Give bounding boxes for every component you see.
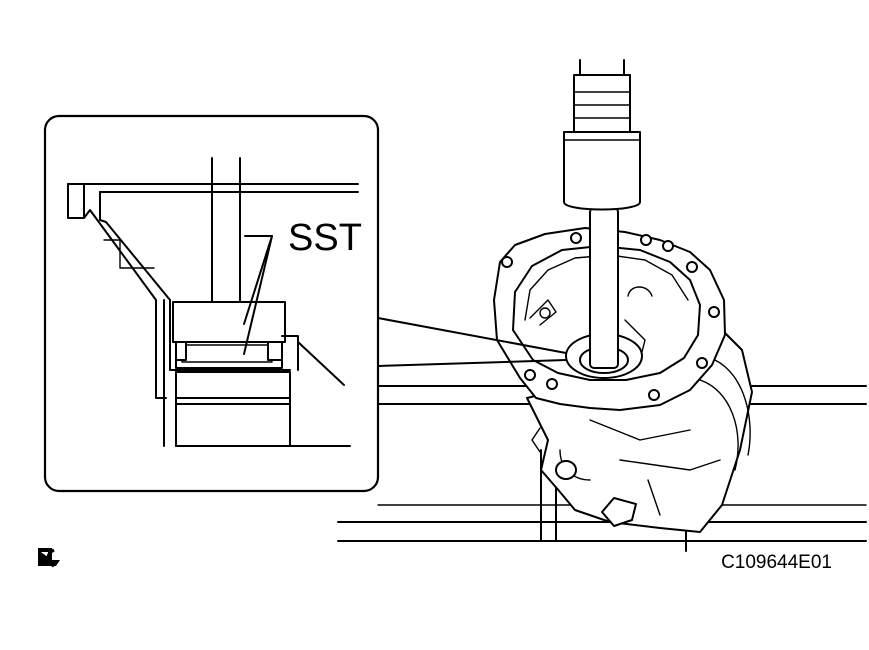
transmission-assembly (337, 59, 867, 552)
inset-oil-seal (175, 341, 283, 369)
bolt-boss (555, 460, 577, 480)
detail-inset: SST (43, 114, 380, 493)
tool-handle (573, 74, 631, 133)
sst-label: SST (288, 217, 362, 259)
figure-code: C109644E01 (721, 552, 832, 573)
tool-collar (563, 131, 641, 211)
callout-pointer (377, 317, 567, 367)
manual-reference-icon (38, 548, 60, 568)
flange-bolt-holes (501, 232, 720, 401)
sst-tool (563, 59, 641, 369)
drain-plug (601, 497, 637, 527)
workbench (337, 385, 867, 552)
inset-sst-head (172, 301, 286, 343)
